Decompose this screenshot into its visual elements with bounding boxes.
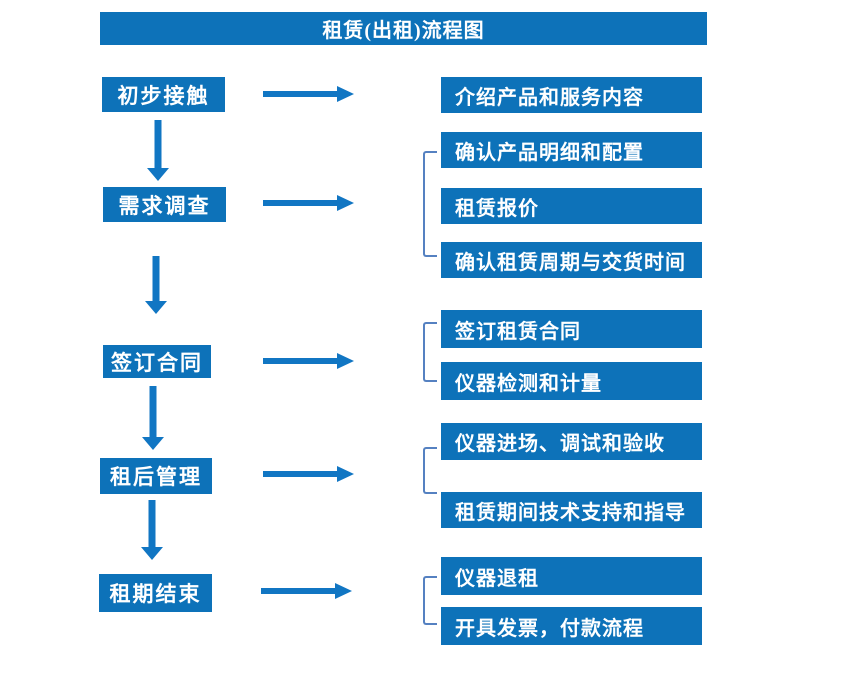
right-arrow xyxy=(263,353,354,369)
down-arrow xyxy=(147,120,169,181)
detail-box-instrument-setup-acceptance: 仪器进场、调试和验收 xyxy=(441,423,702,460)
down-arrow xyxy=(141,500,163,560)
detail-box-instrument-inspection: 仪器检测和计量 xyxy=(441,362,702,400)
detail-box-introduce-products: 介绍产品和服务内容 xyxy=(441,77,702,113)
step-box-initial-contact: 初步接触 xyxy=(102,77,225,112)
step-box-rental-end: 租期结束 xyxy=(99,574,212,612)
detail-box-invoice-payment: 开具发票，付款流程 xyxy=(441,607,702,645)
group-bracket xyxy=(423,151,437,257)
group-bracket xyxy=(423,322,437,382)
down-arrow xyxy=(145,256,167,314)
detail-box-confirm-period-delivery: 确认租赁周期与交货时间 xyxy=(441,242,702,278)
flowchart-title: 租赁(出租)流程图 xyxy=(100,12,707,45)
step-box-sign-contract: 签订合同 xyxy=(103,345,211,378)
detail-box-rental-quote: 租赁报价 xyxy=(441,188,702,224)
detail-box-instrument-return: 仪器退租 xyxy=(441,557,702,595)
detail-box-technical-support: 租赁期间技术支持和指导 xyxy=(441,492,702,528)
detail-box-sign-rental-contract: 签订租赁合同 xyxy=(441,310,702,348)
down-arrow xyxy=(142,386,164,450)
right-arrow xyxy=(263,195,354,211)
right-arrow xyxy=(263,86,354,102)
right-arrow xyxy=(263,466,354,482)
group-bracket xyxy=(423,447,437,494)
detail-box-confirm-product-details: 确认产品明细和配置 xyxy=(441,132,702,168)
step-box-demand-survey: 需求调查 xyxy=(103,187,226,222)
right-arrow xyxy=(261,583,352,599)
step-box-post-rental-management: 租后管理 xyxy=(100,458,212,494)
group-bracket xyxy=(423,576,437,625)
